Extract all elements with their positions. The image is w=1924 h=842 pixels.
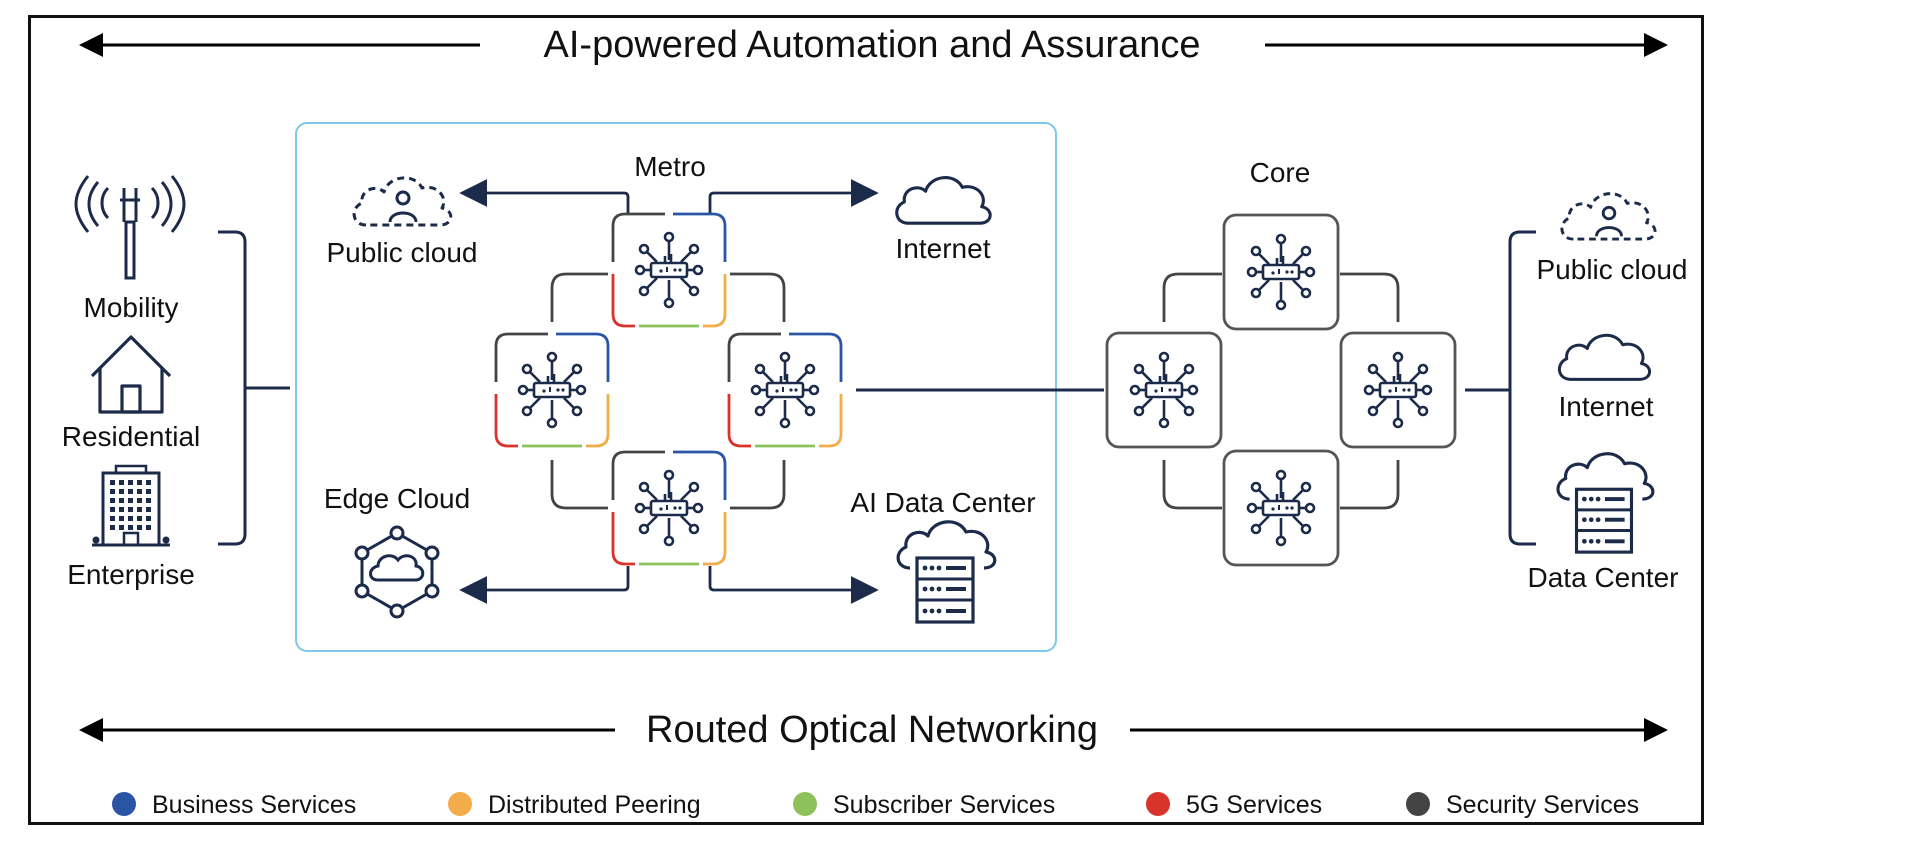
core-nodes: [1105, 213, 1457, 567]
metro-node-top: [611, 212, 727, 328]
legend-item: Security Services: [1406, 791, 1639, 819]
metro-internet-icon: [895, 175, 992, 225]
core-node-top: [1222, 213, 1340, 331]
ai-data-center-label: AI Data Center: [850, 487, 1035, 518]
access-bracket: [218, 230, 247, 546]
top-banner: AI-powered Automation and Assurance: [79, 24, 1668, 66]
ai-data-center-icon: [896, 520, 997, 624]
core-data-center-icon: [1556, 452, 1655, 554]
legend-label: Business Services: [152, 791, 356, 819]
legend-item: Business Services: [112, 791, 356, 819]
legend-item: Distributed Peering: [448, 791, 701, 819]
legend-swatch: [448, 792, 472, 816]
router-icon: [517, 351, 587, 429]
legend-label: Subscriber Services: [833, 791, 1055, 819]
router-icon: [1246, 469, 1316, 547]
metro-region: [295, 122, 1057, 652]
core-node-left: [1105, 331, 1223, 449]
legend-label: 5G Services: [1186, 791, 1322, 819]
core-node-bottom: [1222, 449, 1340, 567]
router-icon: [750, 351, 820, 429]
metro-node-right: [727, 332, 843, 448]
metro-public-cloud-label: Public cloud: [327, 237, 478, 268]
core-internet-icon: [1557, 333, 1652, 381]
top-banner-label: AI-powered Automation and Assurance: [544, 24, 1201, 66]
metro-to-edge-cloud-arrow: [459, 566, 630, 604]
core-title: Core: [1250, 157, 1311, 188]
metro-to-public-cloud-arrow: [459, 179, 630, 214]
metro-internet-label: Internet: [896, 233, 991, 264]
metro-nodes: [494, 212, 843, 566]
enterprise-icon: [92, 464, 170, 547]
legend-label: Distributed Peering: [488, 791, 701, 819]
legend-swatch: [1146, 792, 1170, 816]
metro-node-left: [494, 332, 610, 448]
router-icon: [1363, 351, 1433, 429]
residential-label: Residential: [62, 421, 201, 452]
residential-icon: [90, 335, 172, 414]
metro-to-internet-arrow: [708, 179, 879, 214]
metro-public-cloud-icon: [352, 176, 453, 227]
core-bracket: [1508, 230, 1536, 546]
enterprise-label: Enterprise: [67, 559, 195, 590]
edge-cloud-icon: [354, 525, 440, 619]
router-icon: [1246, 233, 1316, 311]
legend-item: 5G Services: [1146, 791, 1322, 819]
metro-node-bottom: [611, 450, 727, 566]
legend-swatch: [793, 792, 817, 816]
metro-to-ai-dc-arrow: [708, 566, 879, 604]
core-internet-label: Internet: [1559, 391, 1654, 422]
router-icon: [634, 231, 704, 309]
bottom-banner-label: Routed Optical Networking: [646, 709, 1098, 751]
metro-ring: [550, 272, 786, 510]
legend-item: Subscriber Services: [793, 791, 1055, 819]
legend-swatch: [112, 792, 136, 816]
core-ring: [1162, 272, 1400, 510]
legend-label: Security Services: [1446, 791, 1639, 819]
router-icon: [1129, 351, 1199, 429]
mobility-label: Mobility: [84, 292, 179, 323]
bottom-banner: Routed Optical Networking: [79, 709, 1668, 751]
core-public-cloud-icon: [1560, 192, 1657, 241]
legend-swatch: [1406, 792, 1430, 816]
core-node-right: [1339, 331, 1457, 449]
router-icon: [634, 469, 704, 547]
diagram-frame: [28, 15, 1704, 825]
core-data-center-label: Data Center: [1528, 562, 1679, 593]
legend: Business Services Distributed Peering Subs…: [112, 791, 1639, 819]
edge-cloud-label: Edge Cloud: [324, 483, 470, 514]
metro-title: Metro: [634, 151, 706, 182]
core-public-cloud-label: Public cloud: [1537, 254, 1688, 285]
mobility-icon: [74, 175, 186, 280]
